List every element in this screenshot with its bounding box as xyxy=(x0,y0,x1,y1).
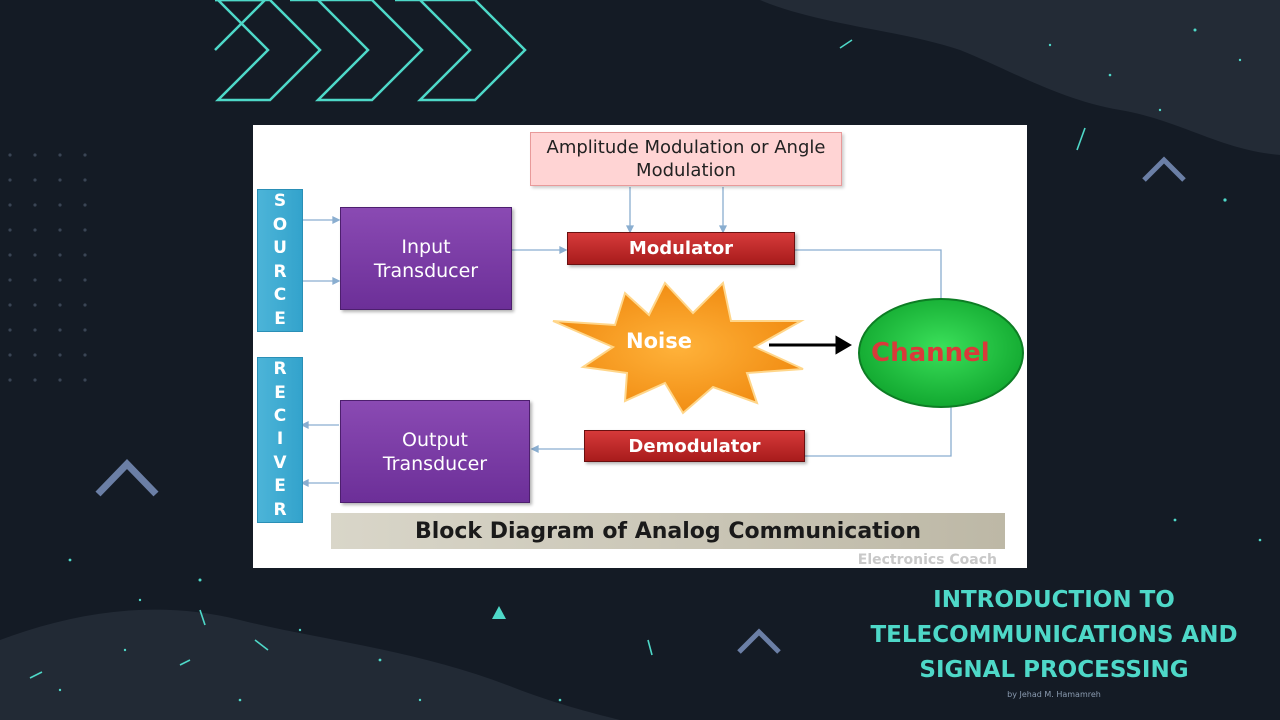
receiver-letter: C xyxy=(273,406,287,427)
chevron-up-icon xyxy=(1142,156,1186,182)
source-letter: O xyxy=(272,214,288,235)
receiver-label: R E C I V E R xyxy=(257,357,303,523)
source-letter: C xyxy=(273,285,287,306)
block-diagram-image: S O U R C E R E C I V E R Input Transduc… xyxy=(253,125,1027,568)
channel-circle xyxy=(858,298,1024,408)
title-line: TELECOMMUNICATIONS AND xyxy=(870,622,1238,648)
receiver-letter: R xyxy=(273,499,287,520)
torn-shape-bottom-left xyxy=(0,609,620,720)
dot-grid xyxy=(8,153,87,382)
author-credit: by Jehad M. Hamamreh xyxy=(1007,690,1101,699)
output-transducer-block: Output Transducer xyxy=(340,400,530,503)
output-transducer-label: Output Transducer xyxy=(382,428,488,475)
channel-label: Channel xyxy=(871,338,990,368)
triangle-icon xyxy=(492,606,506,619)
slide-title: INTRODUCTION TO TELECOMMUNICATIONS AND S… xyxy=(860,583,1248,688)
receiver-letter: E xyxy=(274,476,286,497)
source-label: S O U R C E xyxy=(257,189,303,332)
receiver-letter: E xyxy=(274,382,286,403)
diagram-connectors xyxy=(300,187,1024,488)
chevron-arrows-icon xyxy=(214,0,527,102)
modulator-label: Modulator xyxy=(628,238,734,259)
input-transducer-label: Input Transducer xyxy=(373,235,479,282)
dashes xyxy=(29,39,1086,679)
chevron-up-icon xyxy=(95,458,159,497)
watermark: Electronics Coach xyxy=(857,552,997,568)
title-line: SIGNAL PROCESSING xyxy=(919,657,1189,683)
receiver-letter: R xyxy=(273,359,287,380)
title-line: INTRODUCTION TO xyxy=(933,587,1175,613)
source-letter: E xyxy=(274,308,286,329)
demodulator-label: Demodulator xyxy=(628,435,761,457)
modulation-type-label: Amplitude Modulation or Angle Modulation xyxy=(546,137,826,181)
torn-shape-top-right xyxy=(760,0,1280,155)
receiver-letter: I xyxy=(276,429,284,450)
demodulator-block: Demodulator xyxy=(584,430,805,462)
diagram-caption: Block Diagram of Analog Communication xyxy=(331,513,1005,549)
noise-starburst xyxy=(552,280,805,415)
chevron-up-icon xyxy=(737,628,781,654)
diagram-caption-text: Block Diagram of Analog Communication xyxy=(414,518,922,544)
modulation-type-block: Amplitude Modulation or Angle Modulation xyxy=(530,132,842,186)
speckles xyxy=(58,28,1262,702)
noise-label: Noise xyxy=(626,329,692,353)
modulator-block: Modulator xyxy=(567,232,795,265)
input-transducer-block: Input Transducer xyxy=(340,207,512,310)
source-letter: U xyxy=(273,238,287,259)
source-letter: S xyxy=(273,191,287,212)
receiver-letter: V xyxy=(273,452,287,473)
source-letter: R xyxy=(273,261,287,282)
